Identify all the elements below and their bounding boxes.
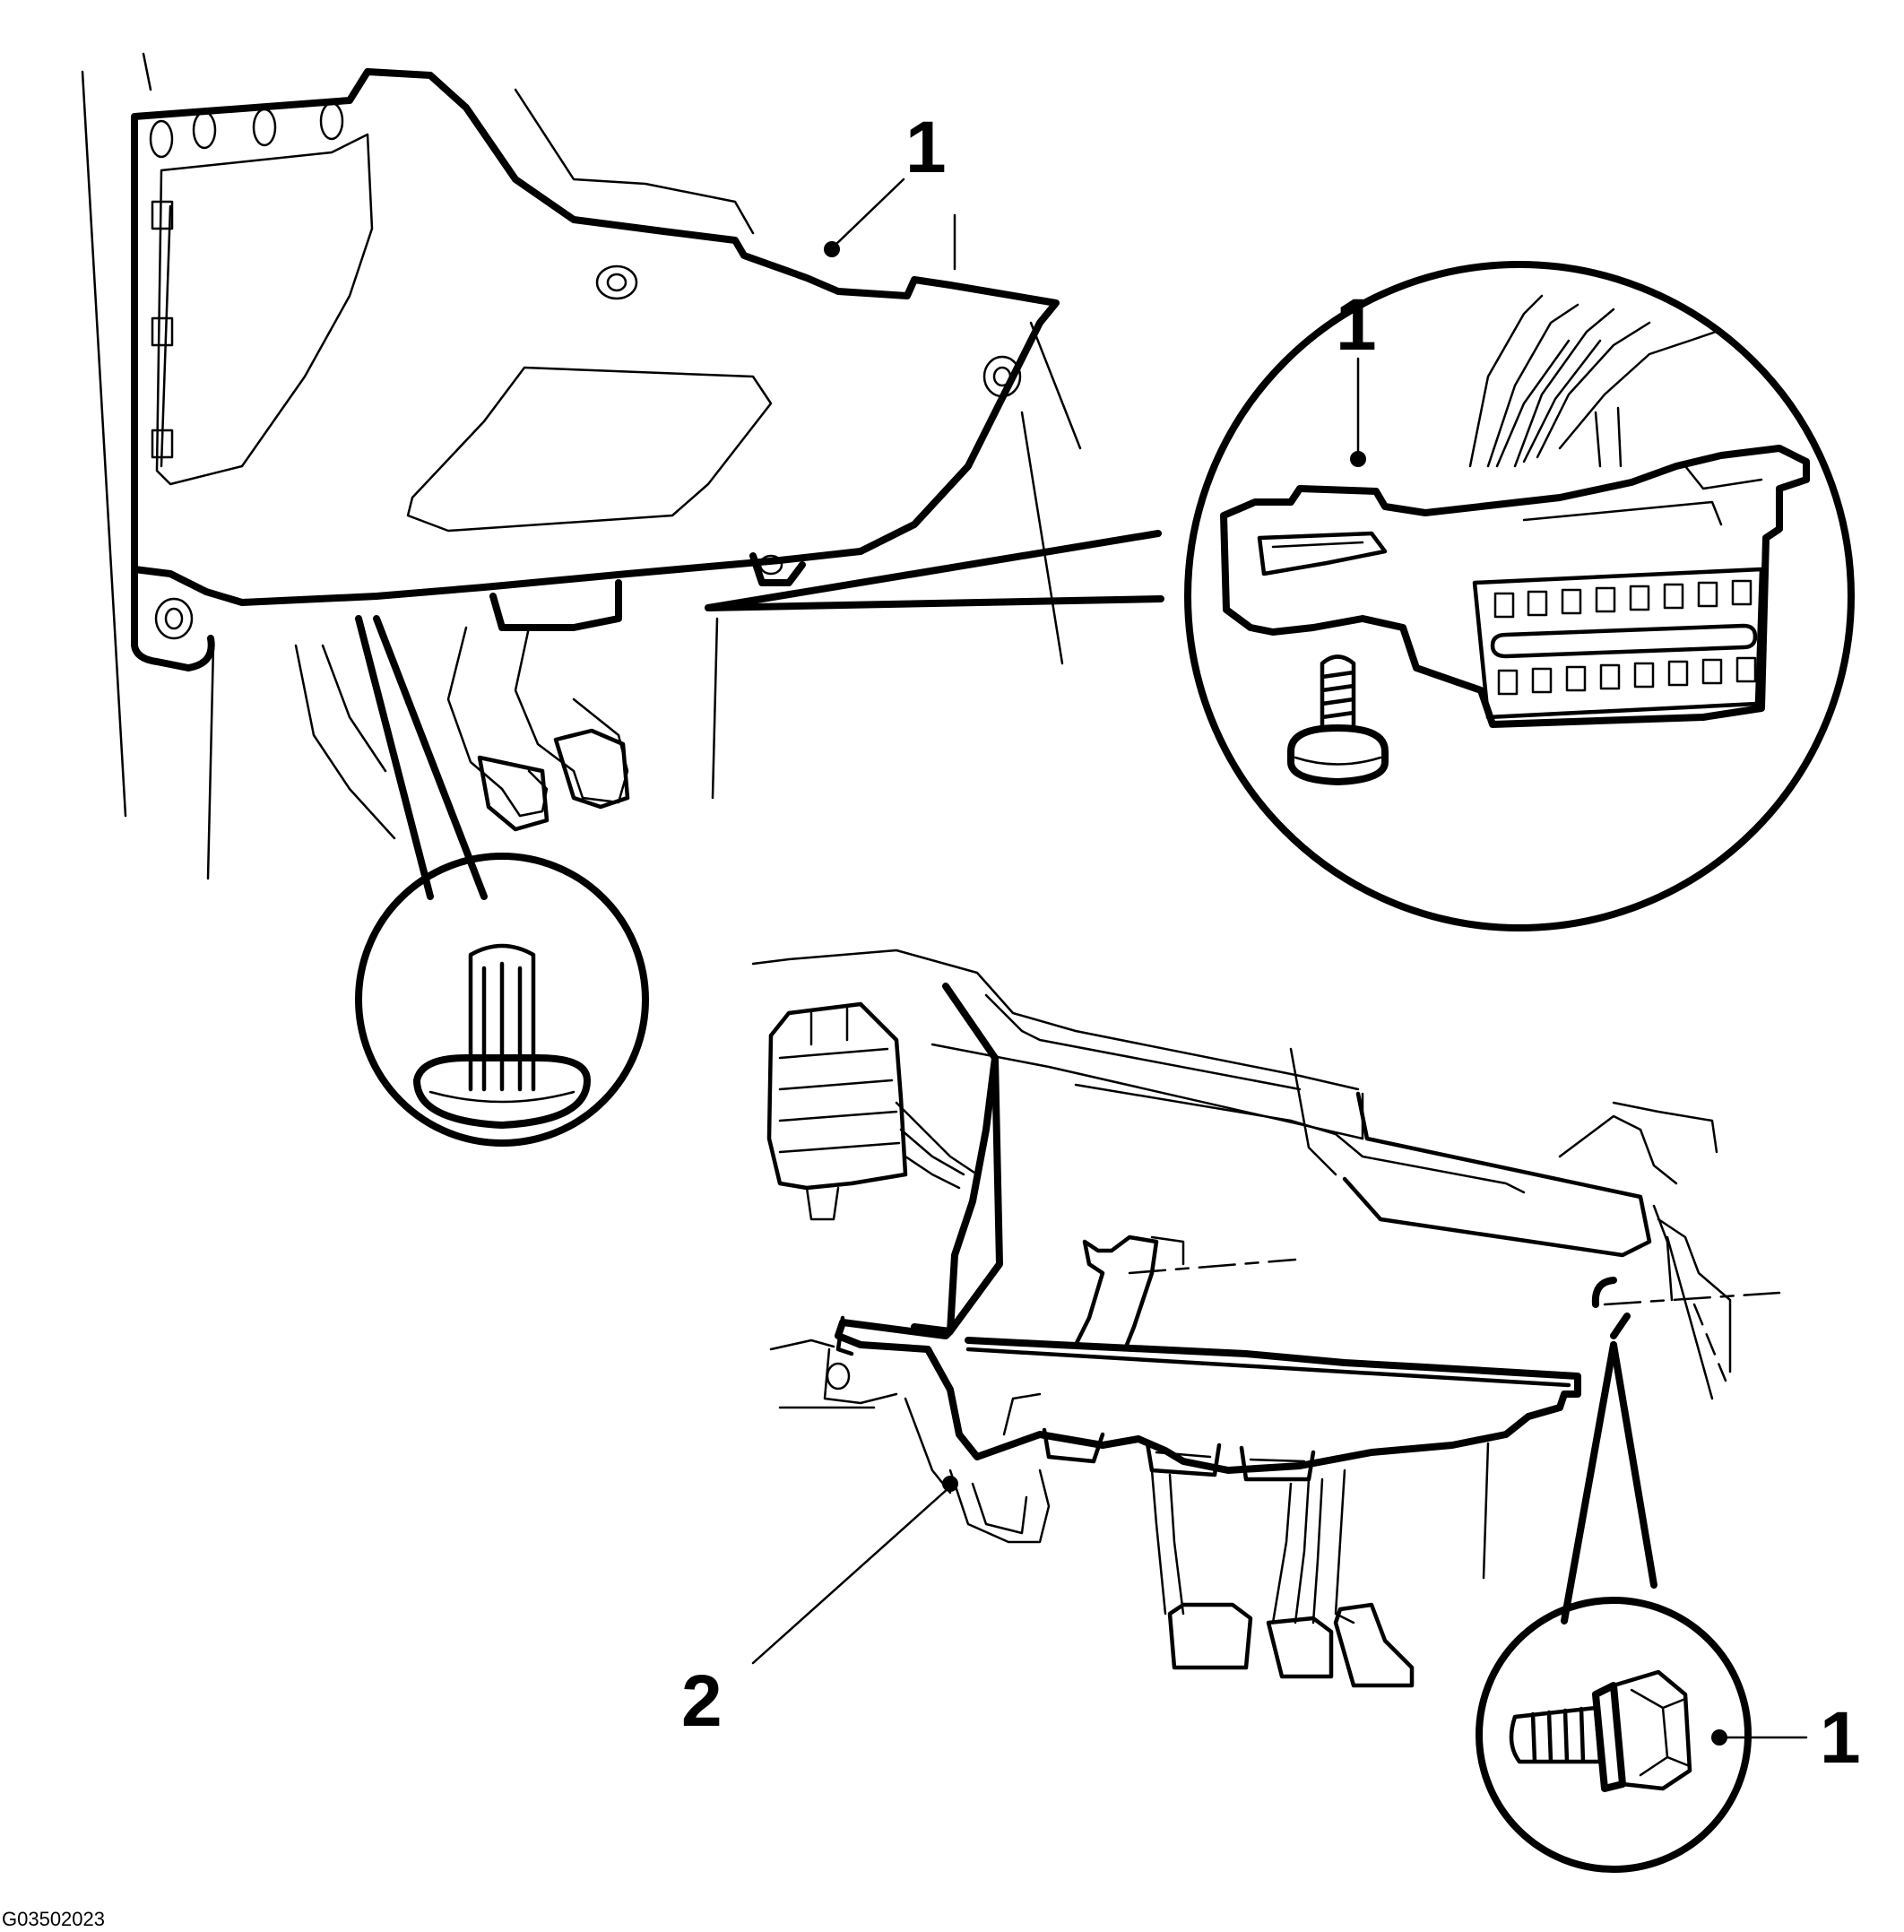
callout-connector: 1	[1336, 284, 1377, 467]
callout-panel: 1	[824, 107, 947, 257]
figure-id: G03502023	[2, 1908, 105, 1930]
support-bracket	[835, 1054, 1581, 1474]
callout-label-bolt: 1	[1820, 1697, 1861, 1779]
trim-panel	[131, 68, 1060, 671]
callout-bolt: 1	[1711, 1697, 1861, 1779]
callout-bracket: 2	[681, 1476, 958, 1742]
connector-detail	[705, 261, 1855, 931]
callout-label-connector: 1	[1336, 284, 1377, 366]
push-pin-detail	[355, 853, 649, 1147]
connector-pins-bottom	[1497, 656, 1757, 696]
bracket-view	[751, 949, 1781, 1688]
callout-label-bracket: 2	[681, 1660, 723, 1742]
bolt-icon	[1509, 1705, 1603, 1764]
callout-label-panel: 1	[905, 107, 947, 188]
push-pin-icon	[468, 943, 536, 1092]
trim-panel-view	[81, 52, 1082, 900]
screw-icon	[1320, 654, 1356, 729]
connector-pins-top	[1493, 579, 1753, 619]
bolt-detail	[1476, 1341, 1752, 1873]
diagnostic-connector	[1220, 445, 1810, 728]
